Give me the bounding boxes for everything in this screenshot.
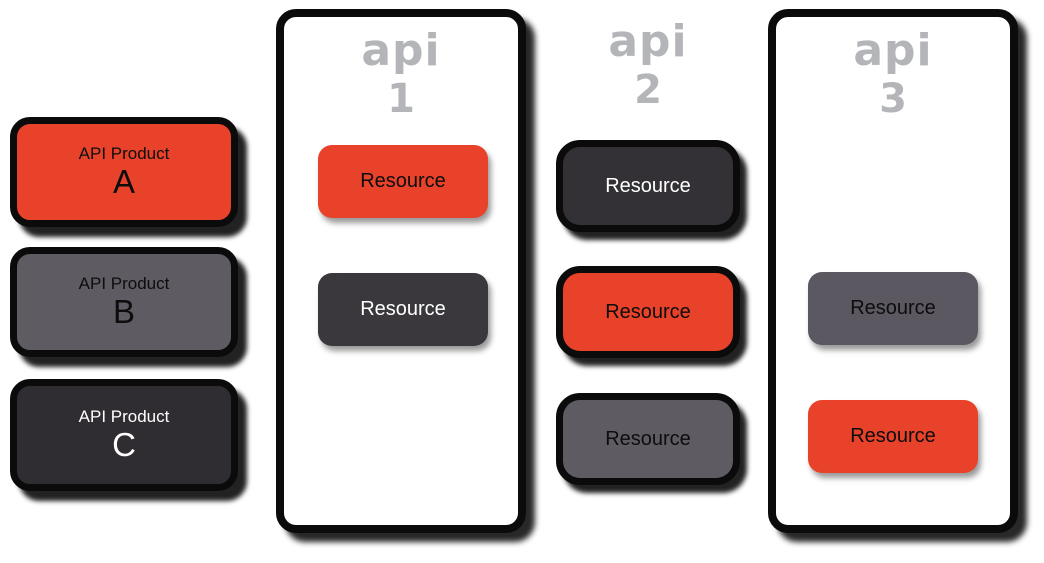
- resource-box: Resource: [808, 272, 978, 345]
- resource-box: Resource: [556, 266, 740, 358]
- product-title: API Product: [78, 274, 170, 293]
- api-2-header: api 2: [556, 18, 740, 114]
- resource-box: Resource: [556, 140, 740, 232]
- product-title: API Product: [78, 407, 170, 426]
- api-label: api: [853, 25, 933, 76]
- api-product-card-c: API Product C: [10, 379, 238, 491]
- api-number: 2: [634, 67, 662, 113]
- resource-box: Resource: [556, 393, 740, 485]
- api-3-header: api 3: [776, 17, 1010, 123]
- api-number: 1: [387, 76, 415, 122]
- api-product-card-a: API Product A: [10, 117, 238, 227]
- api-number: 3: [879, 76, 907, 122]
- product-letter: A: [112, 163, 135, 200]
- product-title: API Product: [78, 144, 170, 163]
- api-3-container: api 3 Resource Resource: [768, 9, 1018, 533]
- resource-box: Resource: [808, 400, 978, 473]
- api-label: api: [608, 16, 688, 67]
- resource-box: Resource: [318, 145, 488, 218]
- product-letter: B: [112, 293, 135, 330]
- api-1-container: api 1 Resource Resource: [276, 9, 526, 533]
- api-product-card-b: API Product B: [10, 247, 238, 357]
- api-label: api: [361, 25, 441, 76]
- api-1-header: api 1: [284, 17, 518, 123]
- resource-box: Resource: [318, 273, 488, 346]
- product-letter: C: [112, 426, 136, 463]
